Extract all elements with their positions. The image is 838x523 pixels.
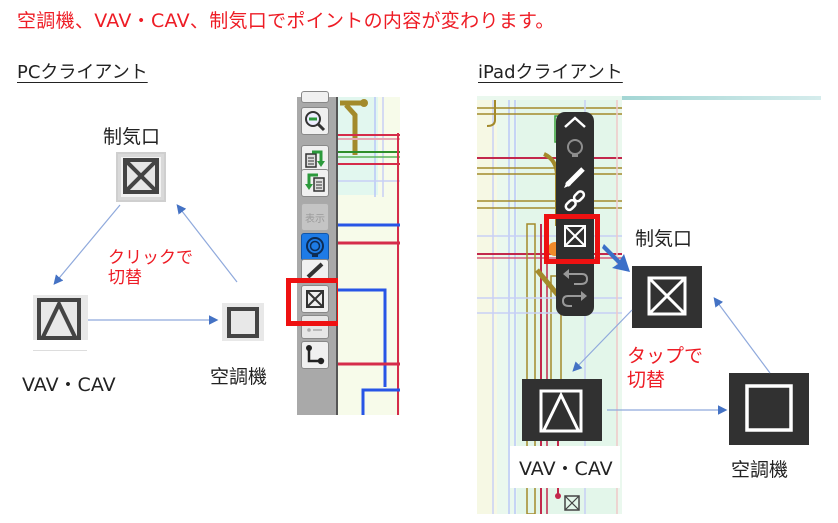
- point-type-toggle-icon: [306, 290, 324, 308]
- gauge-icon: [567, 139, 583, 155]
- pc-label-air-handler: 空調機: [210, 366, 268, 388]
- pc-display-button[interactable]: 表示: [301, 203, 329, 231]
- pc-diffuser-icon: [116, 152, 166, 202]
- ipad-instruction-line1: タップで: [627, 345, 704, 367]
- pc-instruction-line1: クリックで: [108, 248, 193, 268]
- arrow-diffuser-to-vav: [53, 204, 121, 285]
- pencil-icon: [565, 167, 585, 187]
- ipad-label-vav-cav: VAV・CAV: [519, 458, 613, 480]
- ipad-vav-cav-icon: [522, 379, 602, 441]
- ipad-top-bar: [477, 96, 821, 100]
- pc-vav-cav-icon: [33, 295, 88, 340]
- ipad-drawing-lines: [477, 100, 622, 514]
- chevron-up-icon: [564, 116, 586, 128]
- route-icon: [306, 345, 325, 365]
- ipad-instruction-line2: 切替: [627, 369, 666, 391]
- pc-pencil-button[interactable]: [301, 259, 329, 281]
- point-gauge-icon: [306, 237, 324, 257]
- pc-highlight-box: [286, 278, 342, 326]
- ipad-instruction: タップで 切替: [627, 344, 703, 392]
- ipad-undo-button[interactable]: [563, 269, 589, 285]
- ipad-section-heading: iPadクライアント: [478, 62, 623, 83]
- pc-instruction: クリックで 切替: [108, 248, 193, 288]
- pc-drawing-lines: [338, 97, 400, 415]
- pc-label-diffuser: 制気口: [103, 126, 161, 148]
- point-type-toggle-icon: [564, 225, 586, 247]
- ipad-highlight-box: [544, 214, 600, 264]
- pointer-arrow-icon: [602, 244, 630, 272]
- ipad-vav-label-bg: [510, 446, 620, 488]
- pc-label-vav-cav: VAV・CAV: [22, 374, 116, 396]
- zoom-out-icon: [305, 111, 326, 132]
- page-title: 空調機、VAV・CAV、制気口でポイントの内容が変わります。: [17, 10, 555, 32]
- pc-instruction-line2: 切替: [108, 268, 142, 288]
- ipad-cycle-arrows: [572, 297, 771, 415]
- ipad-redo-button[interactable]: [561, 291, 587, 307]
- undo-layer-icon: [305, 173, 325, 192]
- arrow-ahu-to-diffuser: [176, 204, 238, 283]
- pc-route-button[interactable]: [301, 341, 329, 369]
- pc-toolbar-partial-button[interactable]: [301, 91, 329, 103]
- ipad-link-button[interactable]: [564, 190, 586, 212]
- ipad-label-air-handler: 空調機: [731, 459, 789, 481]
- pc-list-button[interactable]: [301, 315, 329, 339]
- undo-icon: [568, 273, 589, 285]
- pencil-icon: [306, 262, 324, 279]
- pc-point-gauge-button[interactable]: [301, 233, 329, 261]
- pc-redo-layer-button[interactable]: [301, 145, 329, 173]
- redo-icon: [561, 295, 582, 307]
- pc-section-heading: PCクライアント: [17, 62, 148, 83]
- pc-vav-divider: [33, 350, 87, 351]
- pc-undo-layer-button[interactable]: [301, 169, 329, 197]
- ipad-diffuser-icon: [632, 266, 702, 328]
- pc-point-type-toggle-button[interactable]: [301, 285, 329, 313]
- ipad-collapse-button[interactable]: [564, 116, 586, 128]
- ipad-arrow-diffuser-to-vav: [572, 309, 633, 372]
- ipad-air-handler-icon: [729, 373, 809, 445]
- pc-cycle-arrows: [53, 204, 238, 325]
- ipad-gauge-button[interactable]: [567, 139, 583, 157]
- pc-zoom-out-button[interactable]: [301, 107, 329, 135]
- ipad-pencil-button[interactable]: [564, 167, 585, 188]
- redo-layer-icon: [305, 150, 325, 168]
- ipad-drawing-canvas[interactable]: [477, 96, 622, 514]
- ipad-arrow-ahu-to-diffuser: [713, 297, 771, 374]
- pc-drawing-canvas[interactable]: [338, 97, 400, 415]
- ipad-point-type-toggle-button[interactable]: [564, 225, 586, 247]
- pc-toolbar: 表示: [297, 91, 338, 415]
- pc-air-handler-icon: [222, 303, 264, 341]
- ipad-label-diffuser: 制気口: [635, 228, 693, 250]
